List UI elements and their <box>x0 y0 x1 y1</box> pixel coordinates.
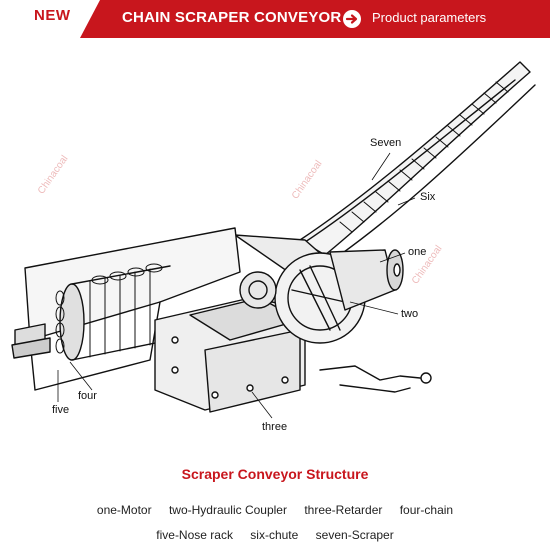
legend-item: three-Retarder <box>304 503 383 517</box>
conveyor-illustration <box>11 61 536 419</box>
arrow-right-circle-icon <box>343 10 361 28</box>
header-bar: NEW CHAIN SCRAPER CONVEYOR Product param… <box>0 0 550 38</box>
label-six: Six <box>420 191 436 203</box>
legend-row-1: one-Motor two-Hydraulic Coupler three-Re… <box>0 503 550 517</box>
legend-item: two-Hydraulic Coupler <box>168 503 287 517</box>
label-two: two <box>401 308 419 320</box>
label-four: four <box>78 390 97 402</box>
label-seven: Seven <box>370 137 402 149</box>
legend-item: four-chain <box>399 503 454 517</box>
new-badge: NEW <box>0 0 100 38</box>
header-title: CHAIN SCRAPER CONVEYOR <box>122 9 342 26</box>
legend-item: seven-Scraper <box>315 528 394 542</box>
diagram-caption: Scraper Conveyor Structure <box>181 466 369 482</box>
label-five: five <box>52 404 70 416</box>
new-badge-label: NEW <box>34 7 71 24</box>
legend-item: six-chute <box>250 528 299 542</box>
legend-item: one-Motor <box>96 503 152 517</box>
legend-item: five-Nose rack <box>156 528 233 542</box>
label-three: three <box>262 421 288 433</box>
legend-row-2: five-Nose rack six-chute seven-Scraper <box>0 528 550 542</box>
product-parameters-link[interactable]: Product parameters <box>372 10 487 25</box>
label-one: one <box>408 246 427 258</box>
conveyor-diagram: Seven Six one two three four five Chinac… <box>0 40 550 450</box>
